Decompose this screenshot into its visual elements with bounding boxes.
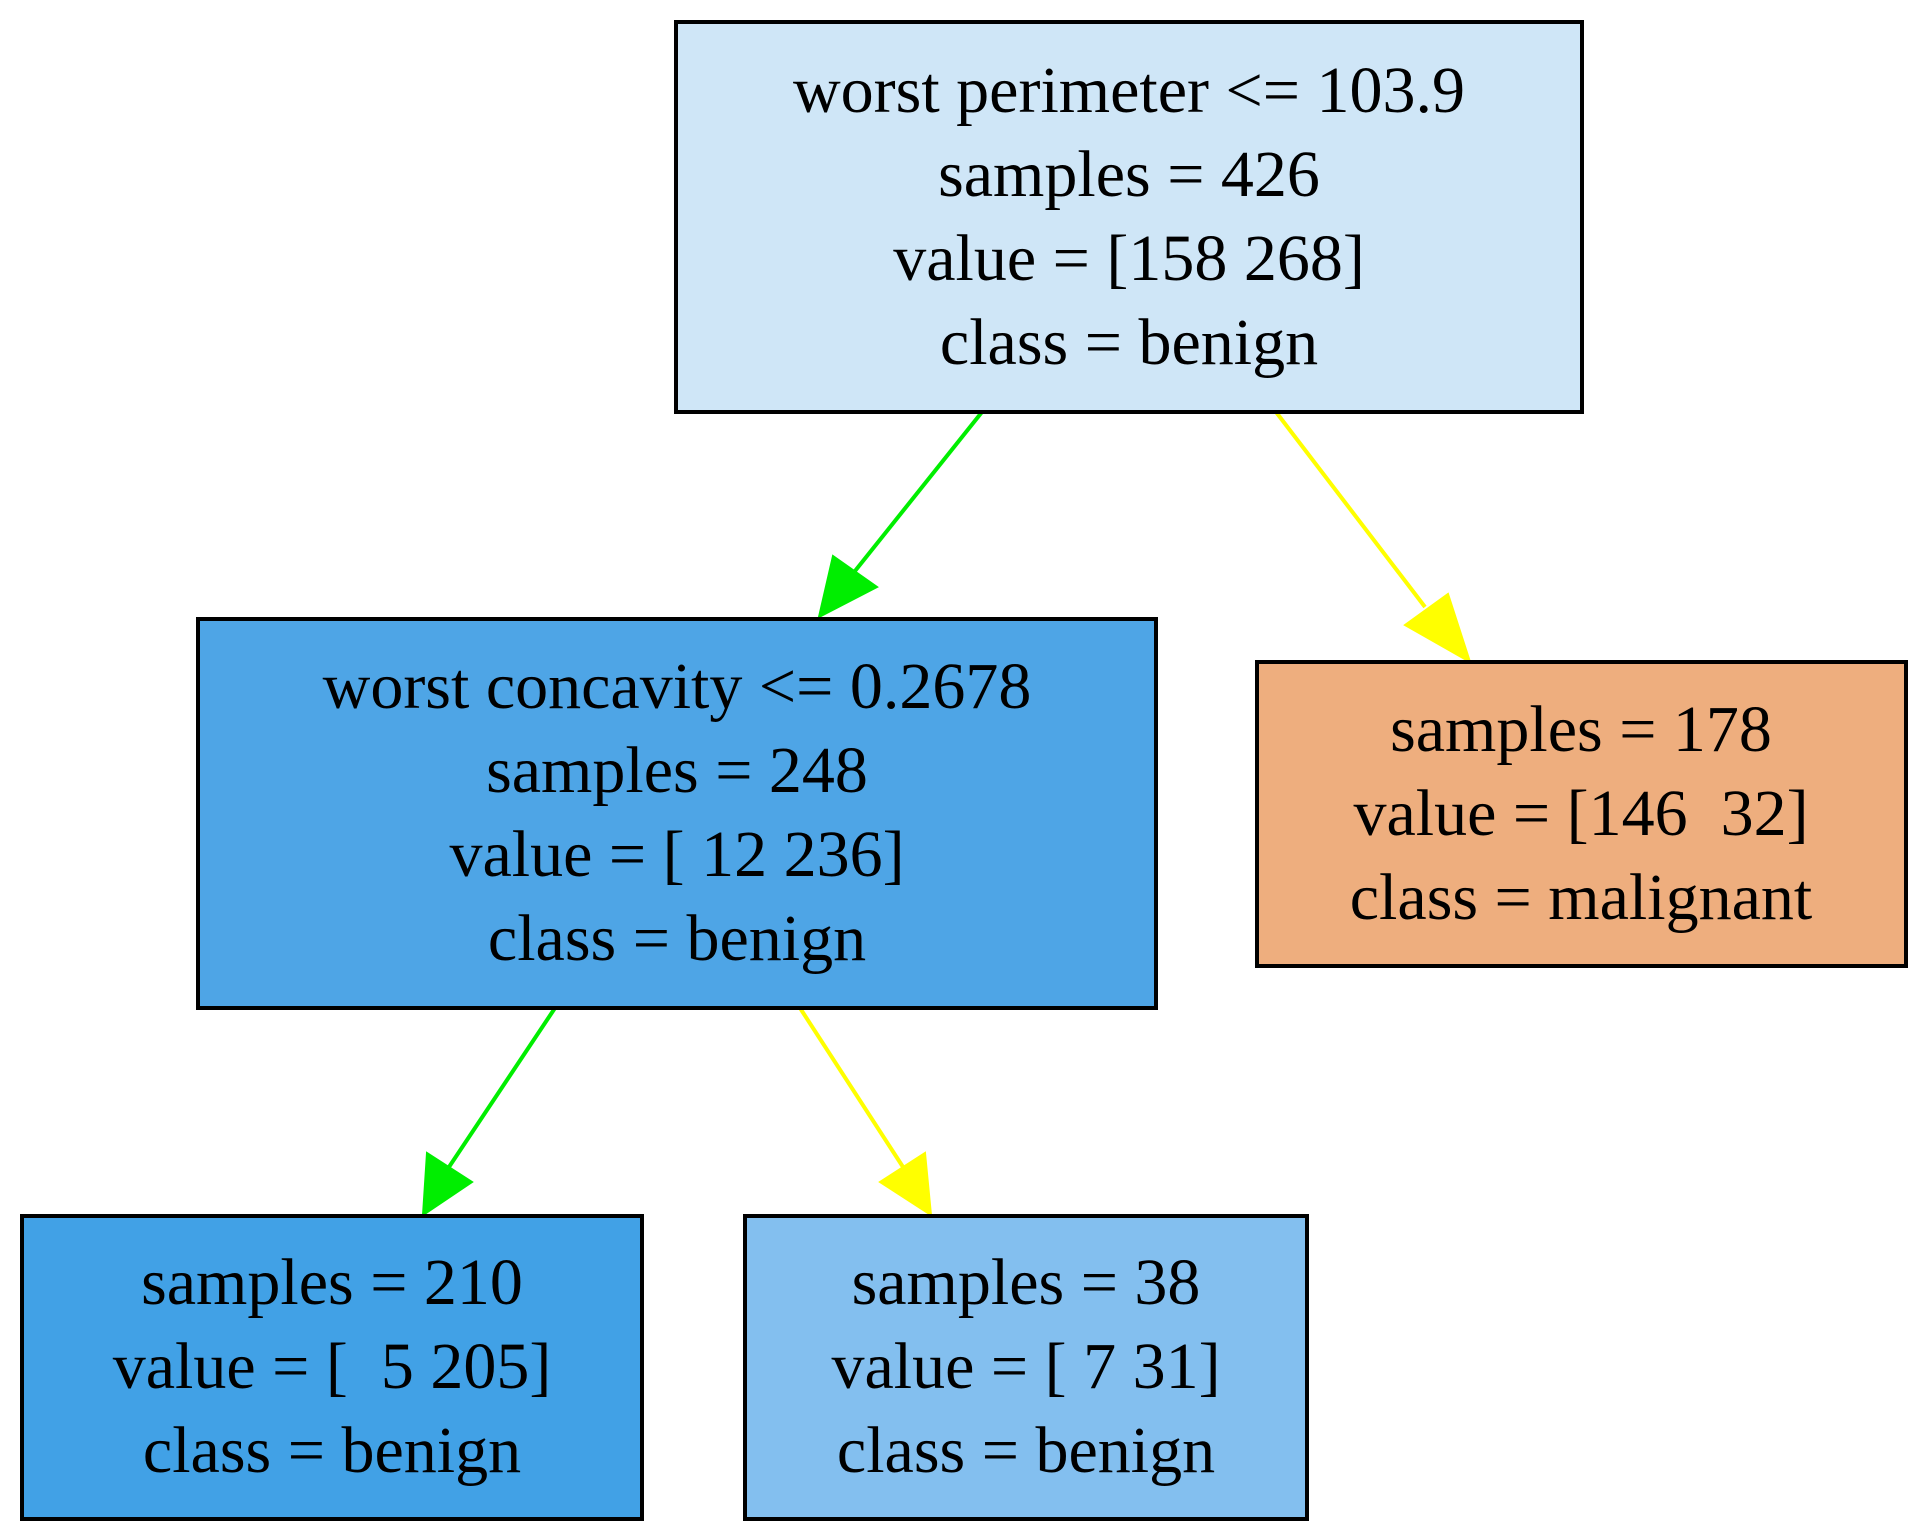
node-class: class = benign: [488, 902, 866, 975]
node-samples: samples = 426: [938, 138, 1320, 211]
node-samples: samples = 38: [852, 1246, 1201, 1319]
node-class: class = benign: [940, 306, 1318, 379]
tree-node-root: worst perimeter <= 103.9 samples = 426 v…: [674, 20, 1584, 414]
node-value: value = [ 7 31]: [831, 1330, 1220, 1403]
node-class: class = benign: [837, 1414, 1215, 1487]
tree-node-left-left: samples = 210 value = [ 5 205] class = b…: [20, 1214, 644, 1521]
node-value: value = [158 268]: [893, 222, 1365, 295]
tree-node-left: worst concavity <= 0.2678 samples = 248 …: [196, 617, 1158, 1010]
edge-left-to-left-right: [798, 1006, 905, 1169]
tree-node-right: samples = 178 value = [146 32] class = m…: [1255, 660, 1908, 968]
node-value: value = [146 32]: [1353, 777, 1808, 850]
edge-root-to-left-arrowhead: [817, 554, 879, 619]
node-box: [196, 617, 1158, 1010]
node-samples: samples = 178: [1390, 693, 1772, 766]
edge-root-to-left: [853, 410, 984, 573]
edge-root-to-right-arrowhead: [1403, 592, 1472, 665]
node-class: class = benign: [143, 1414, 521, 1487]
node-samples: samples = 248: [486, 734, 868, 807]
edge-left-to-left-right-arrowhead: [878, 1151, 933, 1217]
edge-left-to-left-left-arrowhead: [421, 1151, 474, 1217]
node-box: [1255, 660, 1908, 968]
edge-left-to-left-left: [447, 1006, 557, 1169]
node-split-condition: worst perimeter <= 103.9: [793, 54, 1465, 127]
tree-node-left-right: samples = 38 value = [ 7 31] class = ben…: [743, 1214, 1309, 1521]
node-class: class = malignant: [1350, 861, 1812, 934]
node-split-condition: worst concavity <= 0.2678: [323, 650, 1032, 723]
node-value: value = [ 12 236]: [449, 818, 904, 891]
node-box: [674, 20, 1584, 414]
node-box: [743, 1214, 1309, 1521]
node-box: [20, 1214, 644, 1521]
node-value: value = [ 5 205]: [113, 1330, 552, 1403]
edge-root-to-right: [1274, 410, 1427, 609]
node-samples: samples = 210: [141, 1246, 523, 1319]
